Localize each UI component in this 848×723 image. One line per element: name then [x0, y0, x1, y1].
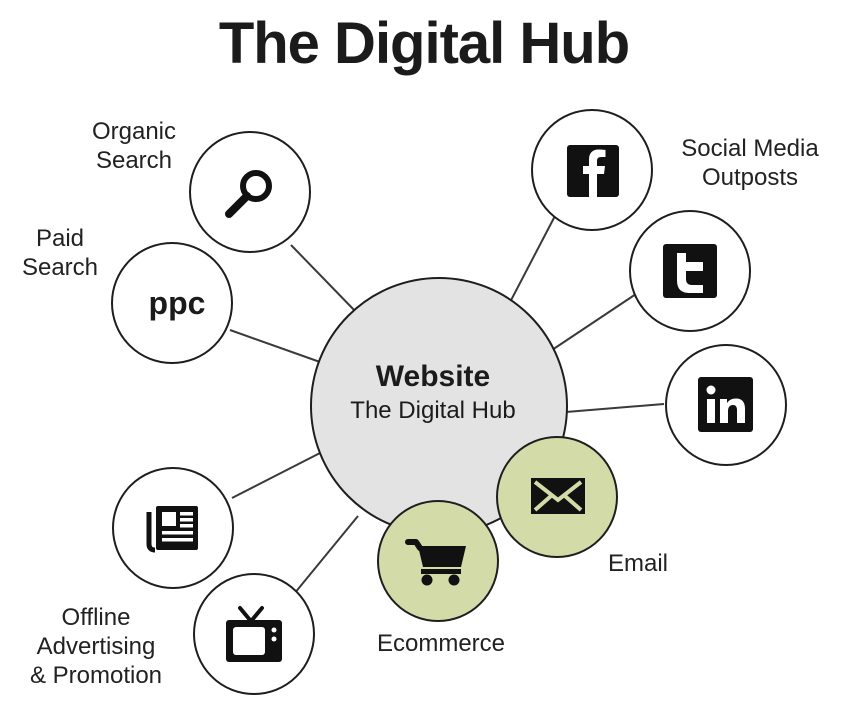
label-ecommerce: Ecommerce	[376, 630, 506, 657]
diagram-title: The Digital Hub	[218, 11, 630, 76]
connector-lines	[229, 213, 665, 595]
node-paid-search	[111, 242, 233, 364]
hub-subtitle: The Digital Hub	[350, 397, 516, 424]
twitter-icon	[663, 244, 717, 298]
tv-icon	[226, 606, 282, 662]
connector-linkedin	[565, 403, 665, 413]
label-paid-search-line1: Paid	[35, 225, 85, 252]
envelope-icon	[531, 478, 585, 514]
connector-paid-search	[229, 329, 321, 363]
connector-organic-search	[290, 244, 358, 314]
facebook-icon	[567, 145, 619, 197]
label-paid-search-line2: Search	[21, 254, 99, 281]
label-social-media-line1: Social Media	[681, 135, 819, 162]
label-social-media: Social Media Outposts	[662, 134, 838, 192]
connector-facebook	[507, 213, 557, 307]
search-icon	[225, 170, 272, 218]
linkedin-icon	[698, 377, 753, 432]
newspaper-icon	[146, 506, 198, 553]
shopping-cart-icon	[405, 539, 466, 586]
connector-newspaper	[231, 451, 323, 499]
label-social-media-line2: Outposts	[701, 164, 799, 191]
node-organic-search	[189, 131, 311, 253]
hub-title: Website	[375, 360, 491, 393]
label-offline-line1: Offline	[61, 604, 131, 631]
connector-tv	[293, 515, 359, 595]
label-offline-line2: Advertising	[36, 633, 156, 660]
label-email: Email	[608, 550, 669, 577]
label-offline-line3: & Promotion	[29, 662, 163, 689]
label-organic-search: Organic Search	[74, 117, 194, 175]
label-organic-search-line1: Organic	[91, 118, 177, 145]
label-offline: Offline Advertising & Promotion	[12, 603, 180, 690]
label-paid-search: Paid Search	[2, 224, 118, 282]
ppc-icon: ppc	[148, 285, 206, 321]
label-organic-search-line2: Search	[95, 147, 173, 174]
connector-twitter	[551, 293, 637, 351]
